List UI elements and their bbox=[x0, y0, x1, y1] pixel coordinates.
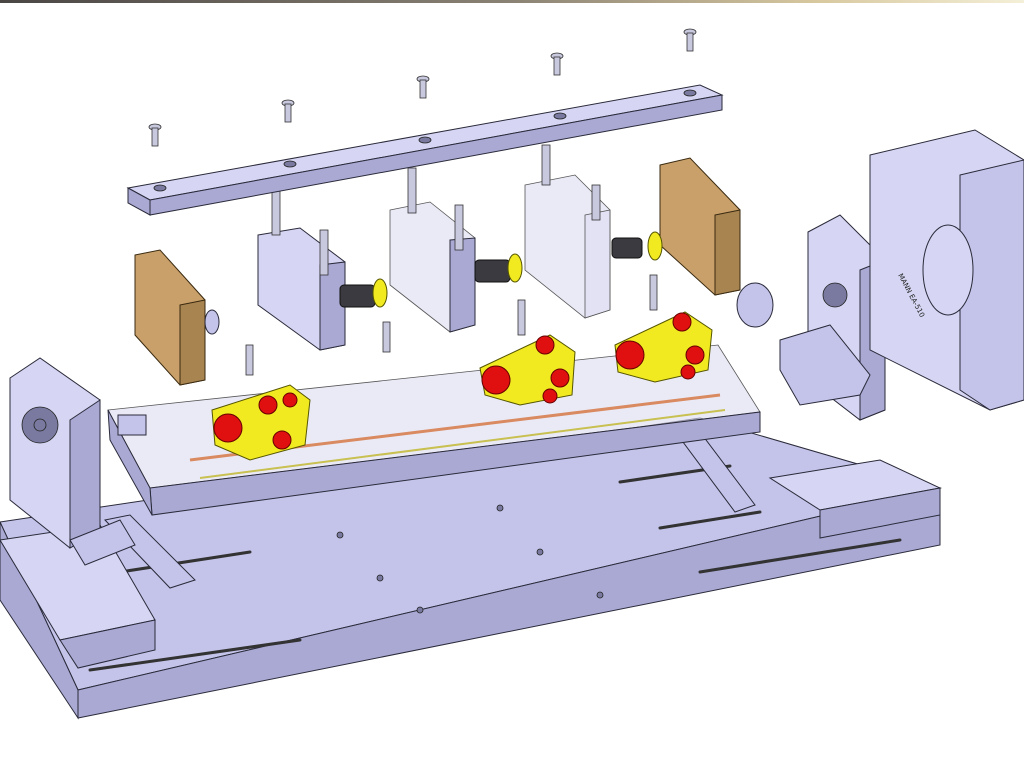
screw-icon bbox=[148, 123, 162, 147]
top-cover-bar bbox=[126, 84, 724, 216]
workpiece-1 bbox=[211, 384, 311, 461]
clamp-module-2 bbox=[389, 167, 523, 333]
screw-icon bbox=[281, 99, 295, 123]
top-image-strip bbox=[0, 0, 1024, 3]
workpiece-2 bbox=[479, 334, 576, 406]
left-clamp bbox=[134, 249, 220, 386]
right-bracket bbox=[779, 214, 886, 421]
clamp-module-1 bbox=[257, 189, 388, 351]
right-support-block bbox=[768, 459, 942, 539]
screw-icon bbox=[683, 28, 697, 52]
screw-icon bbox=[550, 52, 564, 76]
motor-housing: MANN EA-510 bbox=[869, 129, 1024, 411]
screws bbox=[148, 28, 697, 147]
locating-pins bbox=[245, 274, 658, 376]
workpiece-3 bbox=[614, 311, 713, 383]
right-clamp bbox=[659, 157, 774, 328]
clamp-module-3 bbox=[524, 144, 663, 319]
left-bracket bbox=[9, 357, 136, 566]
screw-icon bbox=[416, 75, 430, 99]
